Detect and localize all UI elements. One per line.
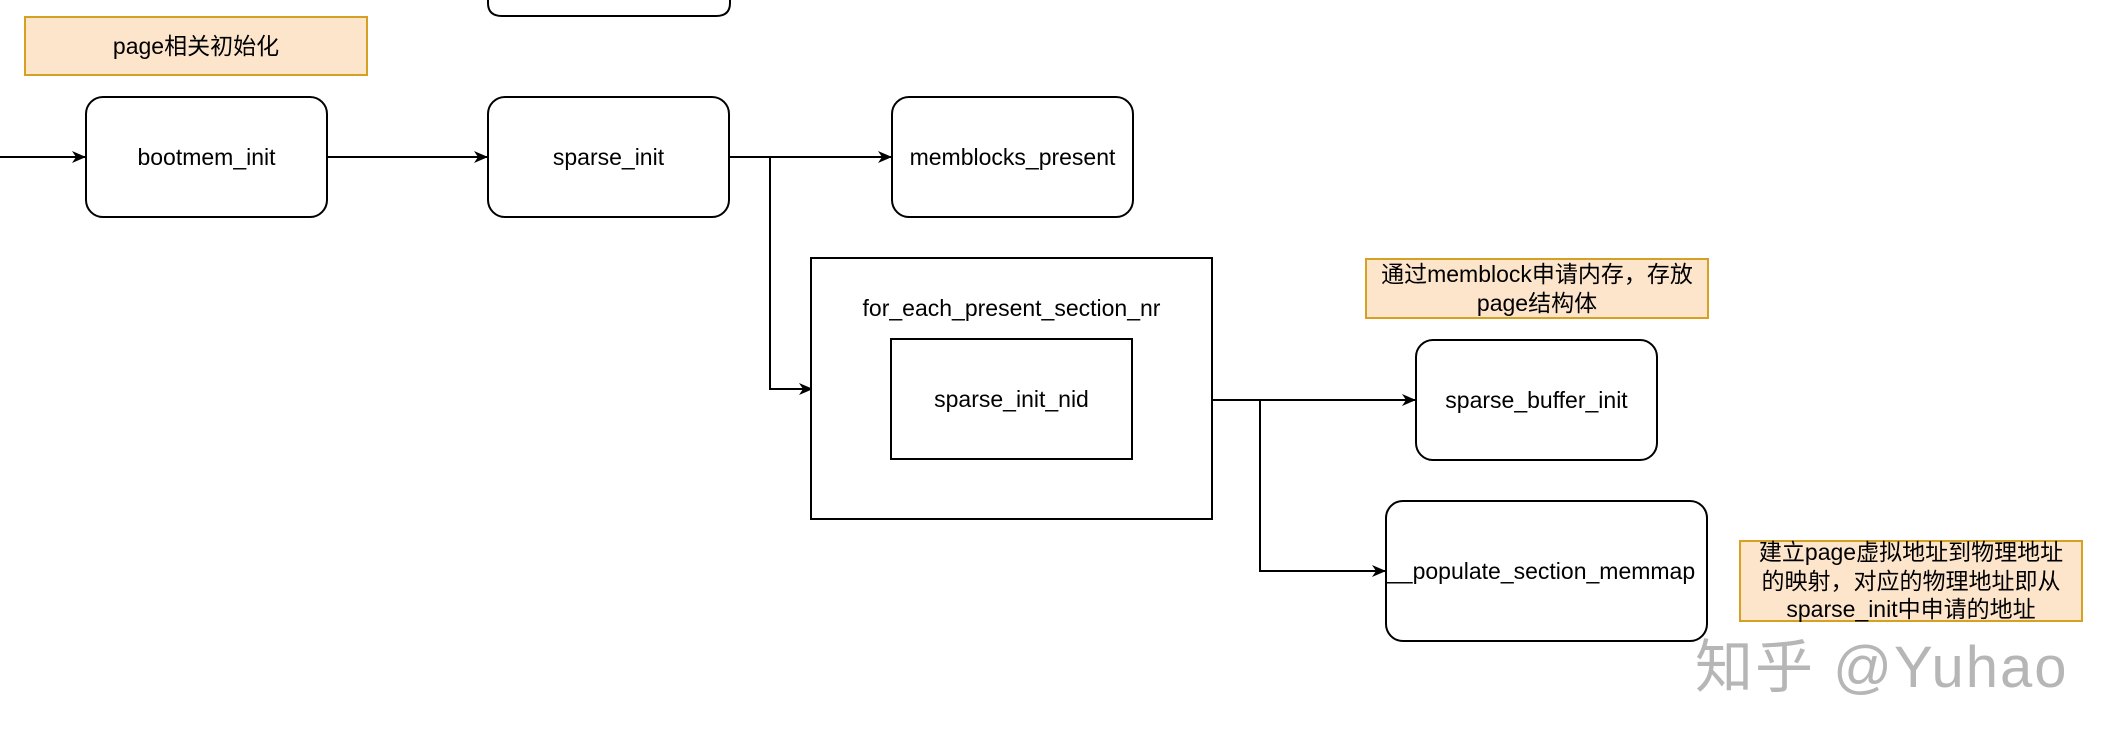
- node-populate-section-memmap-label: __populate_section_memmap: [1387, 557, 1696, 584]
- edge-sparse-init-nid-to-populate-section-memmap: [1259, 400, 1386, 577]
- node-sparse-buffer-init-label: sparse_buffer_init: [1445, 386, 1628, 413]
- note-mapping-line-2: 的映射，对应的物理地址即从: [1761, 567, 2061, 594]
- note-page-init: page相关初始化: [24, 16, 368, 76]
- edge-sparse-init-to-for-each-present-section: [769, 157, 813, 395]
- node-bootmem-init-label: bootmem_init: [137, 143, 276, 170]
- node-sparse-init-label: sparse_init: [552, 143, 665, 170]
- node-populate-section-memmap: __populate_section_memmap: [1385, 500, 1708, 642]
- partial-top-box: [487, 0, 731, 17]
- watermark-text: 知乎 @Yuhao: [1695, 635, 2069, 700]
- note-mapping-line-3: sparse_init中申请的地址: [1786, 596, 2036, 623]
- node-bootmem-init: bootmem_init: [85, 96, 328, 218]
- note-mapping: 建立page虚拟地址到物理地址 的映射，对应的物理地址即从 sparse_ini…: [1739, 538, 2083, 623]
- note-memblock-alloc-line-1: 通过memblock申请内存，存放: [1381, 260, 1693, 287]
- node-memblocks-present: memblocks_present: [891, 96, 1134, 218]
- node-sparse-buffer-init: sparse_buffer_init: [1415, 339, 1658, 461]
- node-memblocks-present-label: memblocks_present: [909, 143, 1116, 170]
- node-sparse-init-nid-label: sparse_init_nid: [934, 385, 1089, 412]
- node-sparse-init: sparse_init: [487, 96, 730, 218]
- container-for-each-present-section-nr-label: for_each_present_section_nr: [862, 295, 1161, 321]
- note-mapping-line-1: 建立page虚拟地址到物理地址: [1758, 538, 2064, 565]
- note-memblock-alloc: 通过memblock申请内存，存放 page结构体: [1365, 258, 1709, 319]
- note-memblock-alloc-line-2: page结构体: [1476, 289, 1598, 316]
- note-page-init-text: page相关初始化: [112, 32, 280, 59]
- node-sparse-init-nid: sparse_init_nid: [890, 338, 1133, 460]
